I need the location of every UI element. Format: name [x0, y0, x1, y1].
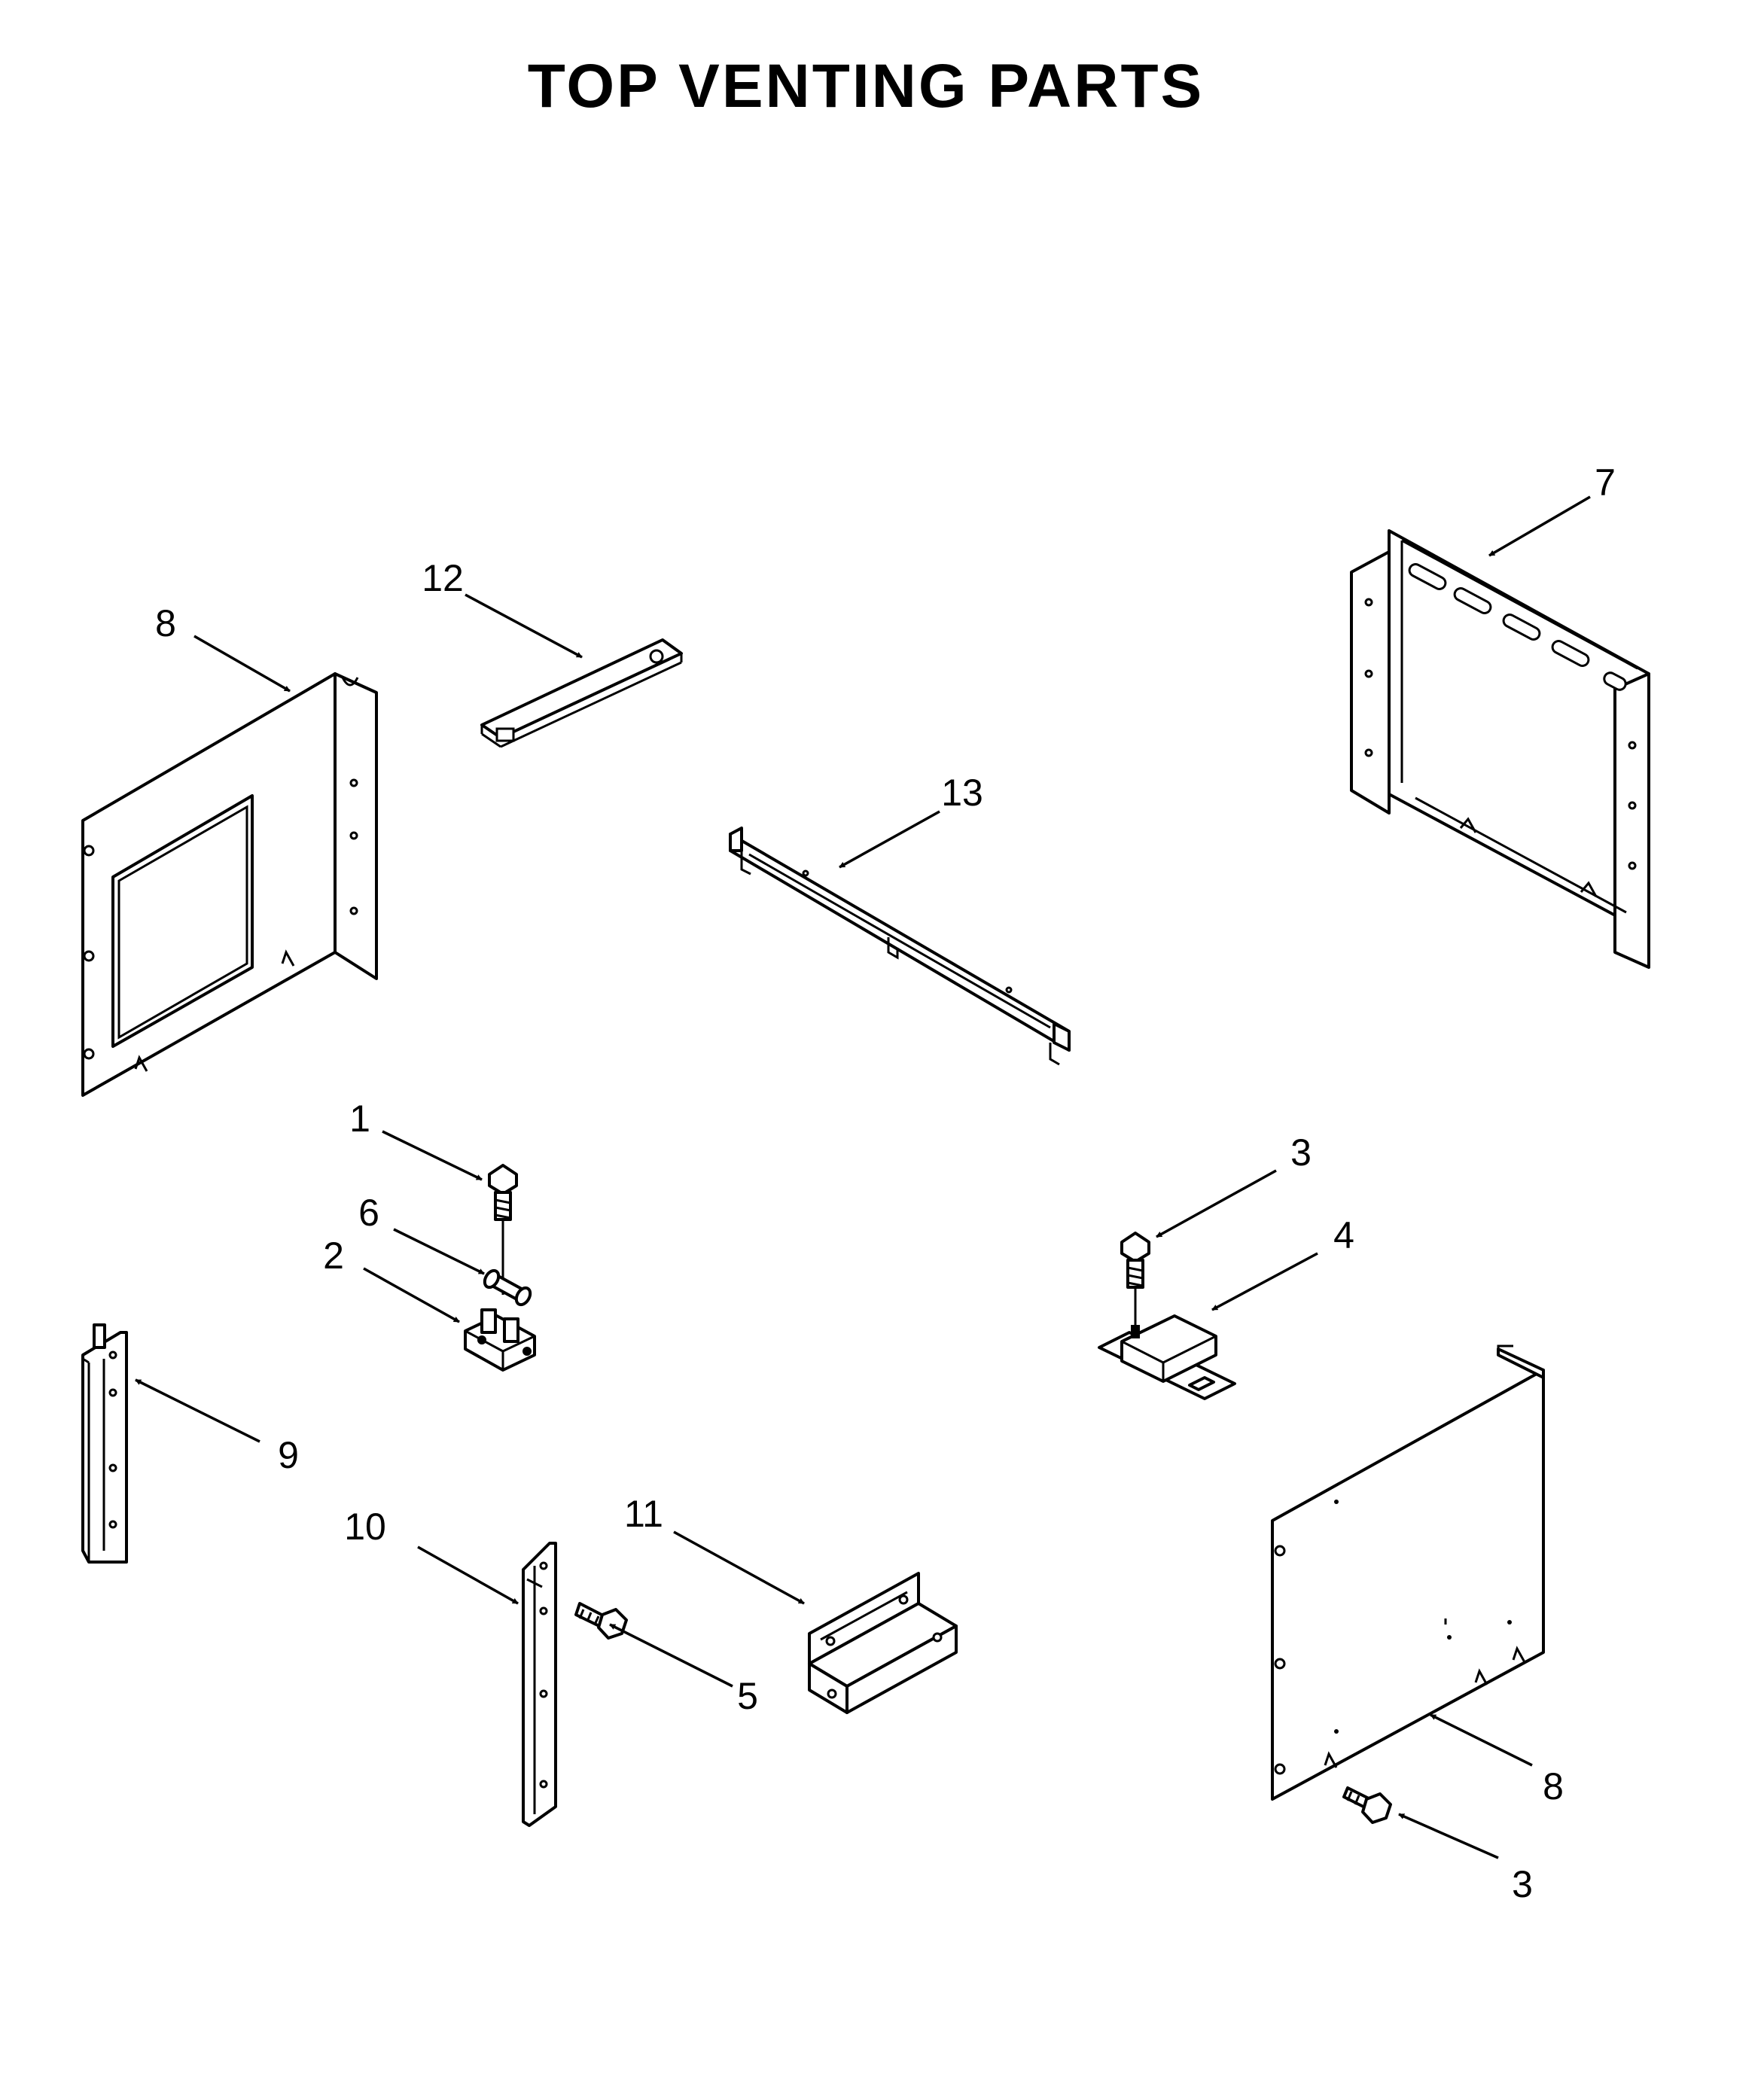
leader-11 — [673, 1530, 805, 1605]
part-side-panel-right — [1271, 1344, 1545, 1801]
callout-4: 4 — [1333, 1214, 1354, 1256]
leader-lines — [135, 495, 1591, 1859]
leader-9 — [135, 1378, 260, 1443]
leader-4 — [1211, 1252, 1318, 1311]
callout-12: 12 — [422, 557, 464, 599]
part-vent-rail — [729, 827, 1071, 1066]
leader-12 — [465, 593, 583, 659]
part-screw-3-lower — [1342, 1786, 1392, 1824]
callout-7: 7 — [1595, 461, 1616, 504]
part-vent-panel-rear — [1350, 529, 1650, 969]
leader-13 — [839, 810, 940, 869]
callout-13: 13 — [941, 772, 983, 814]
leader-3-upper — [1156, 1169, 1277, 1238]
part-side-panel-left — [81, 672, 378, 1097]
leader-8-lower — [1430, 1713, 1533, 1767]
callout-labels: 7 12 8 13 1 6 2 3 4 9 10 11 5 8 3 — [155, 461, 1616, 1905]
callout-8-lower: 8 — [1543, 1765, 1564, 1807]
part-screw-1 — [488, 1164, 518, 1295]
callout-5: 5 — [737, 1675, 758, 1717]
callout-3-upper: 3 — [1290, 1131, 1312, 1174]
part-vertical-bracket-left — [81, 1323, 128, 1564]
part-fuse — [483, 1268, 532, 1307]
callout-6: 6 — [358, 1192, 379, 1234]
callout-10: 10 — [344, 1506, 386, 1548]
part-screw-3-upper — [1120, 1232, 1150, 1336]
leader-7 — [1488, 495, 1591, 557]
leader-8-upper — [193, 635, 291, 693]
callout-9: 9 — [278, 1434, 299, 1476]
leader-3-lower — [1398, 1813, 1499, 1859]
leader-2 — [363, 1267, 460, 1323]
leader-6 — [393, 1228, 485, 1275]
leader-1 — [382, 1130, 483, 1181]
diagram-title: TOP VENTING PARTS — [528, 52, 1204, 120]
callout-1: 1 — [349, 1098, 370, 1140]
part-z-bracket — [808, 1572, 958, 1714]
callout-2: 2 — [323, 1235, 344, 1277]
callout-3-lower: 3 — [1512, 1863, 1533, 1905]
callout-11: 11 — [624, 1493, 663, 1535]
part-vertical-bracket-center — [522, 1542, 557, 1827]
leader-5 — [609, 1623, 733, 1688]
leader-10 — [417, 1545, 519, 1605]
part-thermal-switch — [1098, 1314, 1236, 1400]
part-vent-bracket — [480, 638, 683, 748]
part-fuse-holder — [464, 1308, 536, 1372]
part-screw-5 — [574, 1602, 628, 1640]
callout-8-upper: 8 — [155, 602, 176, 644]
